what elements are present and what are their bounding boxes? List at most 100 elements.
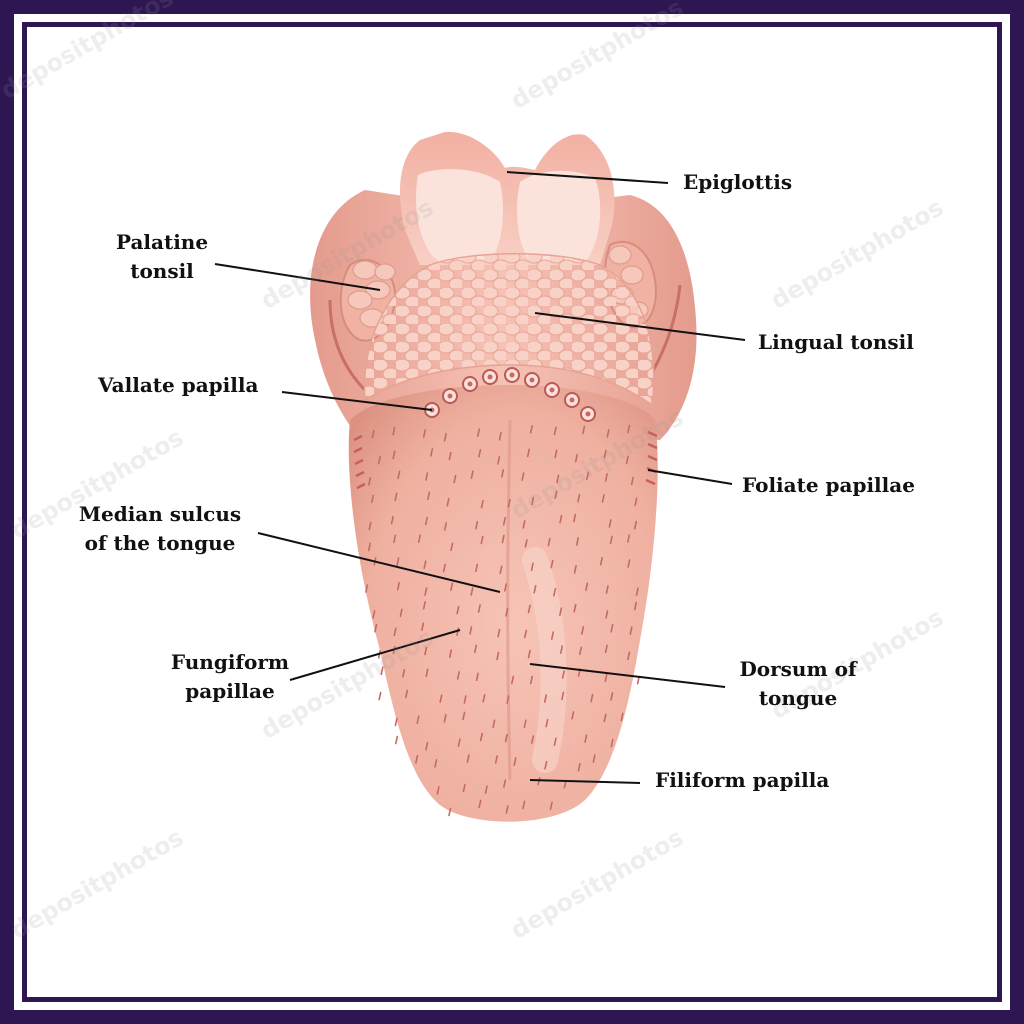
papilla-mark: [599, 556, 603, 566]
papilla-mark: [627, 651, 631, 661]
papilla-mark: [549, 801, 553, 811]
label-lingual-tonsil: Lingual tonsil: [758, 330, 914, 354]
papilla-mark: [522, 800, 526, 810]
papilla-mark: [457, 738, 461, 747]
papilla-mark: [501, 534, 505, 544]
papilla-mark: [592, 754, 596, 763]
papilla-mark: [436, 786, 440, 795]
papilla-mark: [374, 623, 378, 633]
papilla-mark: [605, 610, 609, 619]
papilla-mark: [371, 429, 375, 439]
papilla-mark: [603, 713, 607, 723]
papilla-mark: [415, 755, 419, 764]
papilla-mark: [633, 601, 638, 611]
papilla-mark: [513, 757, 517, 766]
papilla-mark: [397, 470, 401, 480]
papilla-mark: [559, 607, 563, 617]
papilla-mark: [380, 666, 384, 676]
papilla-mark: [561, 670, 565, 679]
papilla-mark: [575, 537, 580, 546]
papilla-mark: [424, 587, 428, 596]
papilla-mark: [553, 737, 557, 747]
papilla-mark: [492, 719, 496, 729]
papilla-mark: [501, 469, 505, 478]
papilla-mark: [573, 513, 577, 523]
papilla-mark: [416, 715, 420, 725]
papilla-mark: [533, 584, 537, 594]
fungiform-papillae-marks: [365, 424, 640, 817]
papilla-mark: [463, 695, 467, 704]
papilla-mark: [573, 603, 577, 613]
papilla-mark: [377, 455, 381, 465]
label-foliate-papillae: Foliate papillae: [742, 473, 915, 497]
papilla-mark: [494, 755, 498, 764]
papilla-mark: [425, 668, 429, 678]
papilla-mark: [393, 627, 397, 637]
label-dorsum-of-tongue: Dorsum of tongue: [739, 657, 857, 710]
papilla-mark: [443, 714, 447, 723]
papilla-mark: [368, 477, 372, 486]
papilla-mark: [545, 718, 549, 728]
papilla-mark: [456, 605, 460, 615]
papilla-mark: [606, 429, 610, 438]
papilla-mark: [478, 799, 482, 809]
papilla-mark: [394, 735, 399, 745]
papilla-mark: [378, 691, 382, 701]
papilla-mark: [630, 476, 634, 486]
papilla-mark: [530, 562, 534, 572]
papilla-mark: [434, 759, 438, 768]
papilla-mark: [627, 559, 631, 568]
papilla-mark: [561, 691, 565, 701]
median-sulcus-line: [506, 419, 512, 781]
papilla-mark: [604, 673, 608, 683]
papilla-mark: [571, 711, 575, 720]
papilla-mark: [442, 563, 446, 573]
papilla-mark: [633, 520, 638, 530]
papilla-mark: [394, 717, 398, 727]
papilla-mark: [554, 449, 558, 459]
label-vallate-papilla: Vallate papilla: [98, 373, 259, 397]
label-fungiform-papillae: Fungiform papillae: [170, 650, 290, 703]
papilla-mark: [550, 631, 555, 640]
papilla-mark: [371, 494, 375, 504]
papilla-mark: [504, 733, 508, 743]
papilla-mark: [604, 473, 608, 482]
papilla-mark: [496, 651, 500, 661]
papilla-mark: [390, 515, 394, 525]
papilla-mark: [477, 604, 481, 613]
papilla-mark: [475, 520, 479, 530]
papilla-mark: [365, 584, 369, 593]
papilla-mark: [523, 719, 527, 729]
papilla-mark: [573, 565, 577, 574]
papilla-mark: [399, 608, 403, 618]
papilla-mark: [367, 542, 372, 552]
papilla-mark: [610, 623, 614, 633]
papilla-mark: [627, 534, 631, 543]
papilla-mark: [470, 470, 474, 480]
papilla-mark: [497, 456, 501, 465]
papilla-mark: [531, 496, 535, 506]
papilla-mark: [635, 587, 639, 596]
papilla-mark: [394, 492, 398, 502]
papilla-mark: [453, 474, 457, 484]
papilla-mark: [475, 672, 479, 682]
papilla-mark: [526, 448, 531, 458]
papilla-mark: [470, 587, 474, 596]
papilla-mark: [476, 428, 481, 437]
papilla-mark: [392, 450, 396, 460]
papilla-mark: [462, 783, 466, 793]
label-epiglottis: Epiglottis: [683, 170, 793, 194]
papilla-mark: [480, 535, 484, 545]
papilla-mark: [521, 472, 525, 481]
papilla-mark: [527, 604, 531, 614]
papilla-mark: [554, 490, 558, 500]
label-palatine-tonsil: Palatine tonsil: [115, 230, 209, 283]
papilla-mark: [368, 521, 372, 531]
papilla-mark: [446, 497, 450, 507]
papilla-mark: [480, 499, 484, 509]
papilla-mark: [402, 668, 406, 678]
papilla-mark: [577, 493, 581, 503]
papilla-mark: [450, 582, 454, 592]
label-median-sulcus: Median sulcus of the tongue: [78, 502, 242, 555]
papilla-mark: [608, 519, 612, 528]
